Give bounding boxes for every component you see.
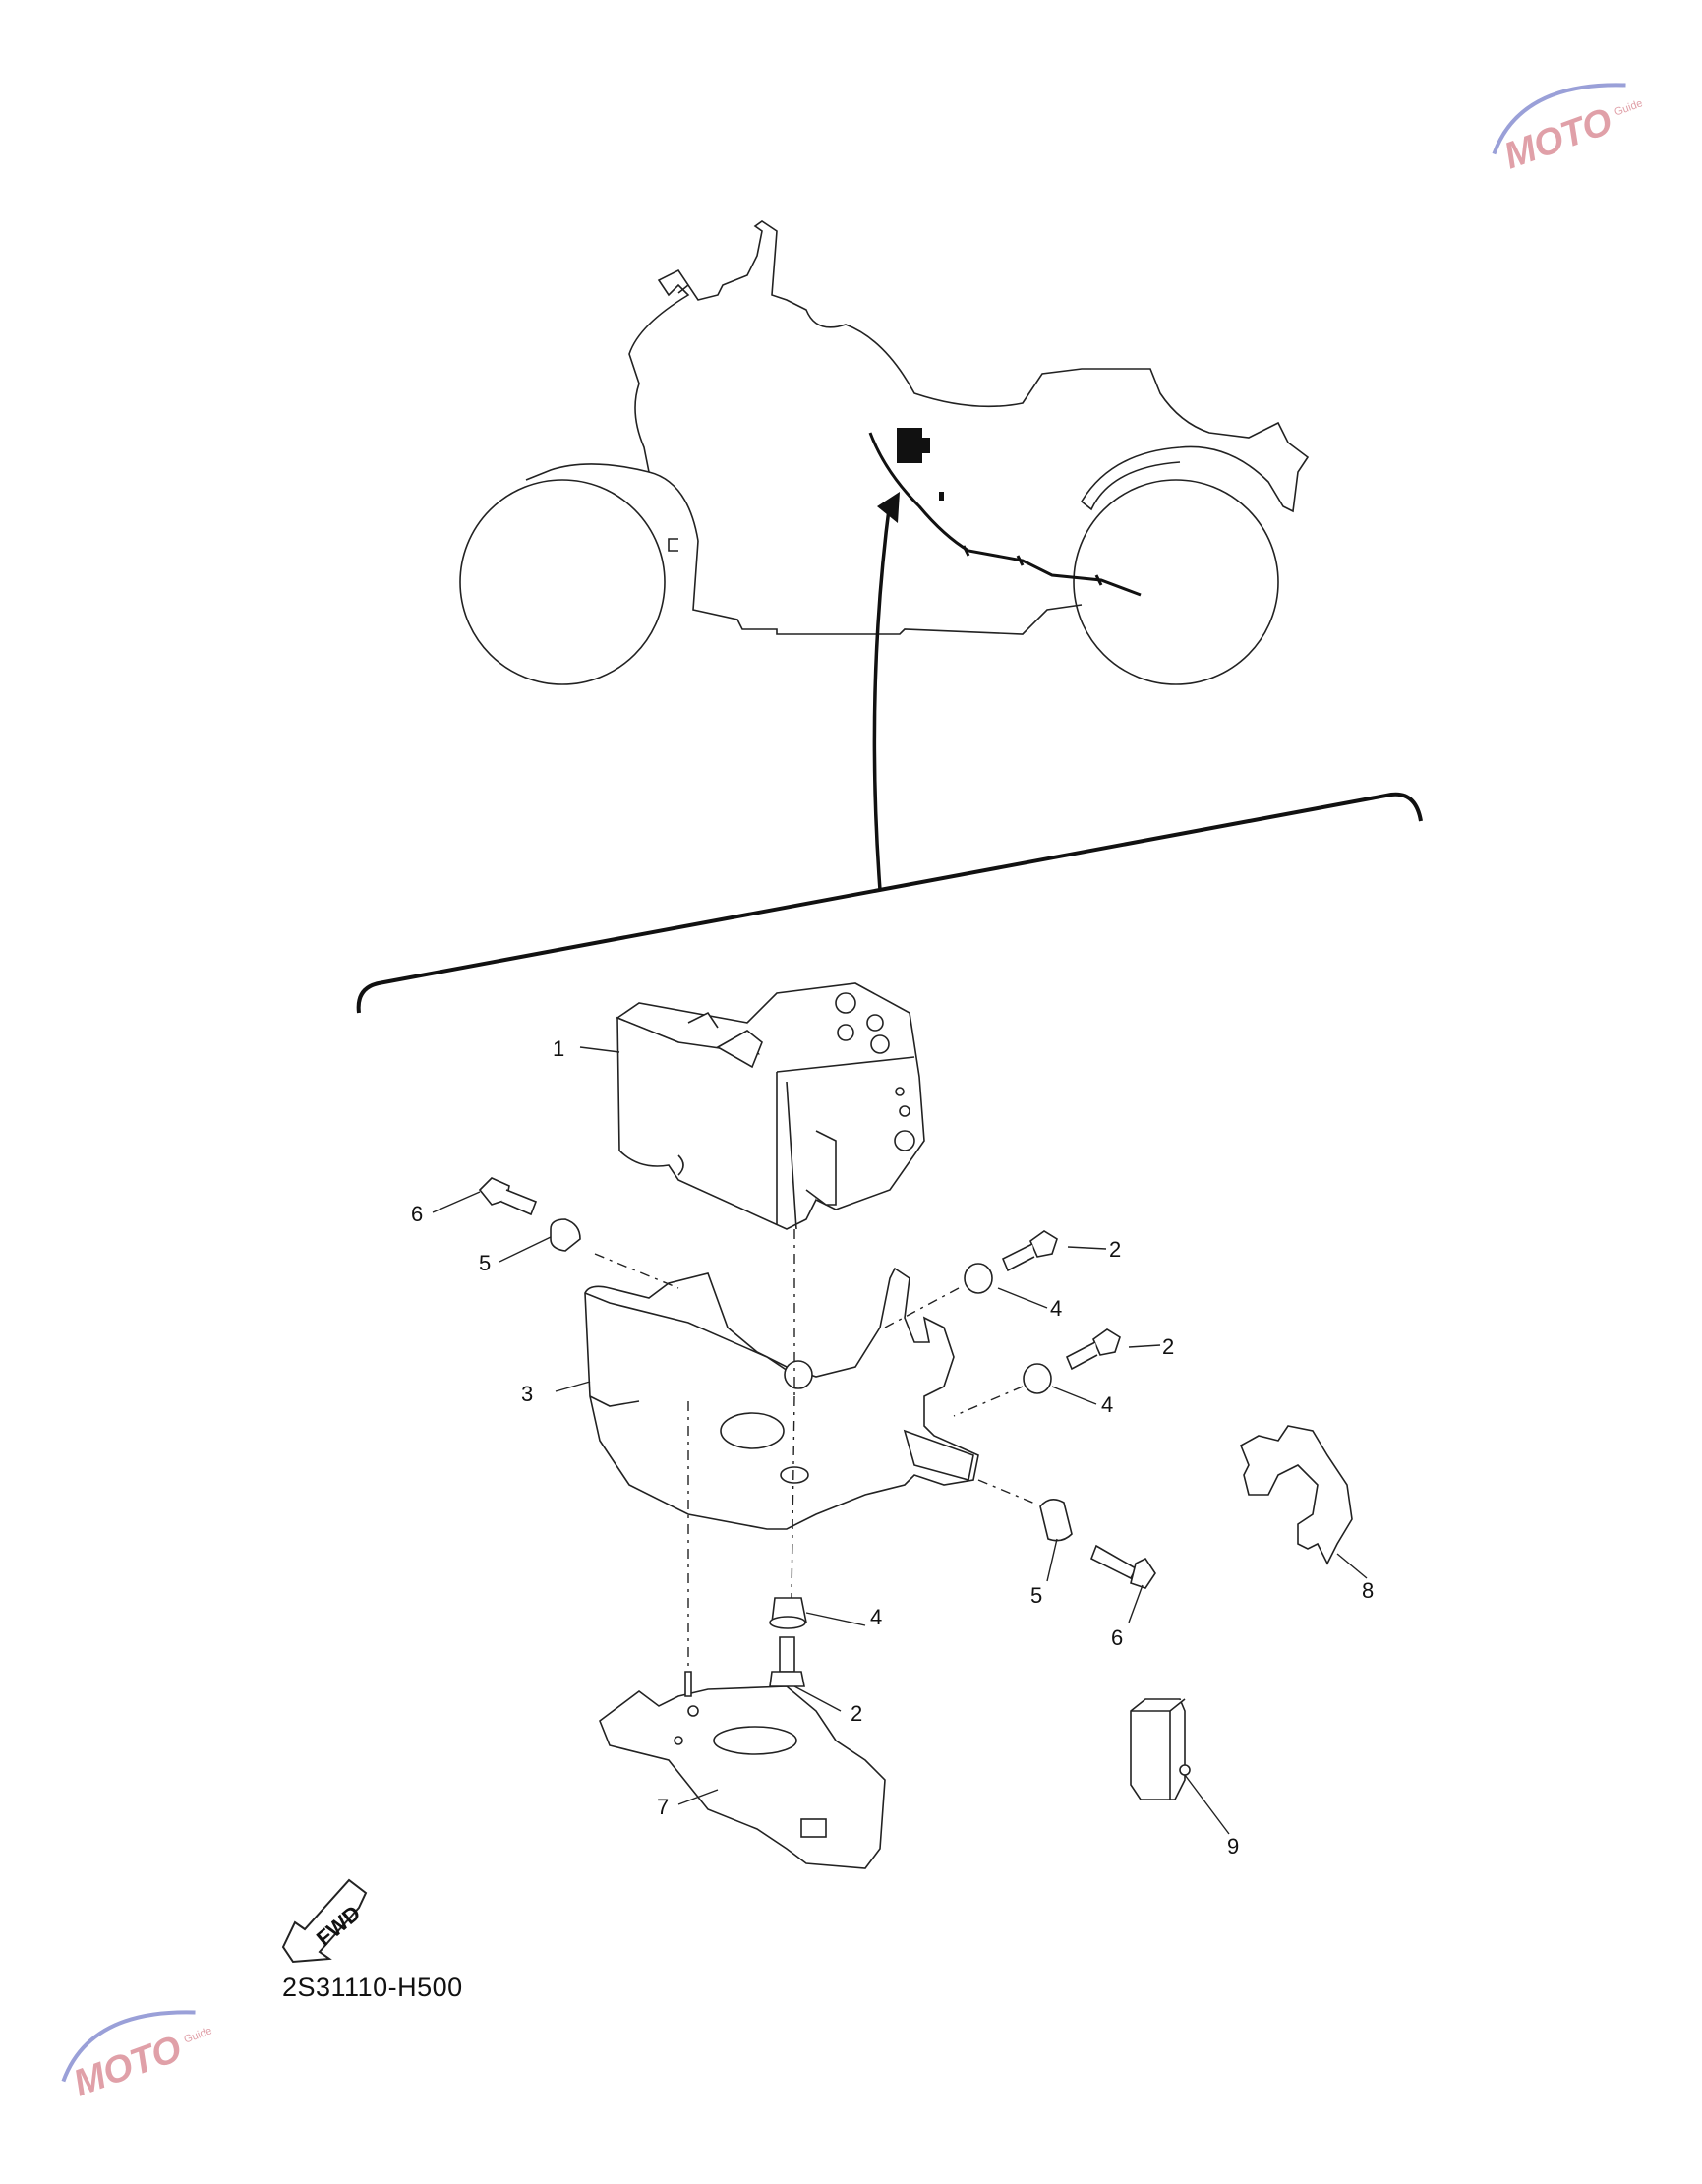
callout-2a: 2 (1109, 1237, 1121, 1262)
callout-5b: 5 (1030, 1583, 1042, 1608)
callout-1: 1 (553, 1036, 564, 1061)
callout-4c: 4 (870, 1605, 882, 1629)
watermark-logo: MOTO (68, 2028, 187, 2104)
diagram-code: 2S31110-H500 (282, 1973, 463, 2002)
part-connector (1130, 1698, 1191, 1800)
fwd-arrow-icon: FWD (281, 1878, 368, 1964)
callout-8: 8 (1362, 1578, 1374, 1603)
alignment-lines (594, 1229, 1038, 1672)
part-sub-bracket (599, 1671, 886, 1869)
watermark-sub: Guide (1614, 97, 1645, 118)
detail-bracket (356, 792, 1423, 1014)
callout-6b: 6 (1111, 1625, 1123, 1650)
pointer-arrow (872, 492, 900, 891)
watermark-logo: MOTO (1498, 100, 1617, 177)
callout-4b: 4 (1101, 1392, 1113, 1417)
motorcycle-silhouette (459, 220, 1310, 685)
rear-wheel (1073, 479, 1279, 685)
callout-4a: 4 (1050, 1296, 1062, 1321)
part-fasteners (478, 1177, 1156, 1687)
front-wheel (459, 479, 666, 685)
callout-2b: 2 (1162, 1334, 1174, 1359)
callout-labels: 1 2 2 2 3 4 4 4 5 5 6 6 7 8 9 (411, 1036, 1374, 1859)
callout-6a: 6 (411, 1202, 423, 1226)
callout-2c: 2 (851, 1701, 862, 1726)
watermark-top-right: MOTO Guide (1492, 83, 1645, 177)
callout-5a: 5 (479, 1251, 491, 1275)
callout-3: 3 (521, 1382, 533, 1406)
part-abs-unit (616, 982, 925, 1230)
abs-location-marker (868, 428, 1142, 597)
callout-9: 9 (1227, 1834, 1239, 1859)
watermark-bottom-left: MOTO Guide (61, 2010, 214, 2104)
part-clamp (1239, 1425, 1353, 1565)
callout-7: 7 (657, 1795, 669, 1819)
part-bracket (584, 1267, 979, 1530)
leader-lines (432, 1046, 1368, 1835)
watermark-sub: Guide (183, 2025, 214, 2045)
